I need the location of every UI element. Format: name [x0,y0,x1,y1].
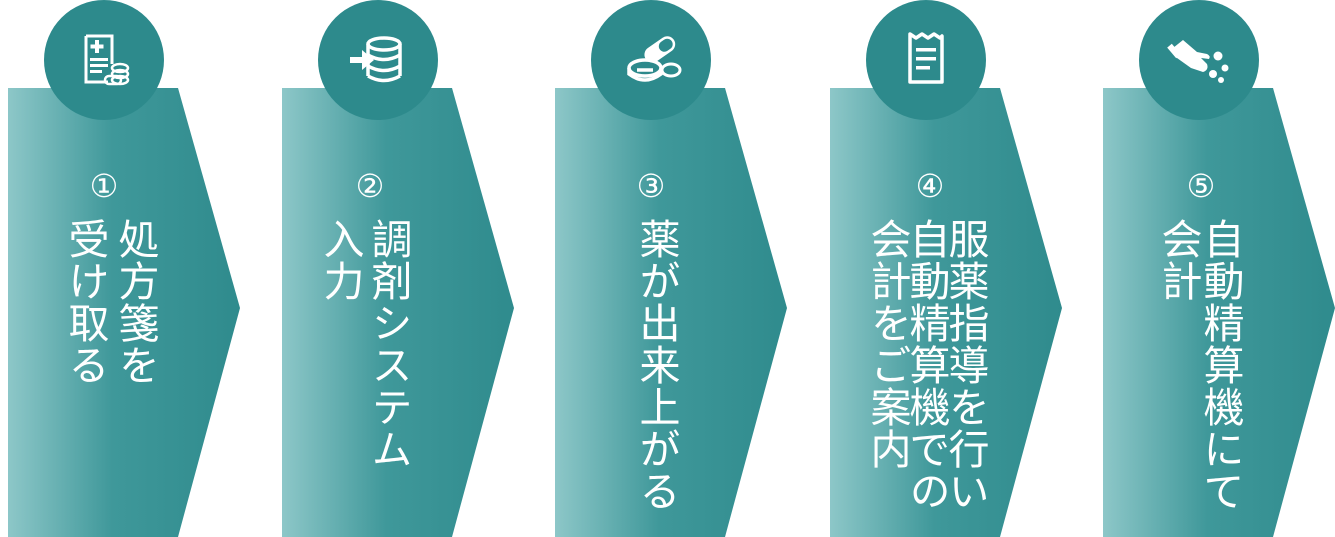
pills-icon [627,36,682,82]
step-2: ② 調剤システム 入力 [282,0,522,537]
prescription-icon [84,34,130,86]
step-number: ① [89,167,119,205]
step-number: ③ [636,167,666,205]
step-arrow [8,88,240,537]
step-label-line-1: 処方箋を [111,218,159,386]
step-number: ② [355,167,385,205]
step-label-line-3: 会計をご案内 [863,218,911,470]
step-number: ④ [915,167,945,205]
step-label-line-2: 会計 [1154,218,1202,302]
step-label-line-1: 調剤システム [364,218,412,470]
step-3: ③ 薬が出来上がる [555,0,795,537]
database-input-icon-circle [318,0,438,120]
hand-coins-icon [1167,40,1229,83]
step-label-line-2: 自動精算機での [902,218,950,512]
step-5: ⑤ 自動精算機にて 会計 [1103,0,1335,537]
receipt-icon-circle [866,0,986,120]
step-label-line-1: 薬が出来上がる [632,218,680,512]
step-label-line-2: 入力 [316,218,364,302]
step-label-line-2: 受け取る [61,218,109,386]
step-number: ⑤ [1186,167,1216,205]
prescription-icon-circle [44,0,164,120]
pills-icon-circle [591,0,711,120]
step-label-line-1: 服薬指導を行い [941,218,989,512]
step-arrow [1103,88,1335,537]
hand-coins-icon-circle [1139,0,1259,120]
step-arrow [555,88,787,537]
step-arrow [830,88,1062,537]
step-4: ④ 服薬指導を行い 自動精算機での 会計をご案内 [830,0,1070,537]
database-input-icon [350,36,402,83]
receipt-icon [908,32,944,84]
step-arrow [282,88,514,537]
step-1: ① 処方箋を 受け取る [8,0,248,537]
step-label-line-1: 自動精算機にて [1196,218,1244,512]
